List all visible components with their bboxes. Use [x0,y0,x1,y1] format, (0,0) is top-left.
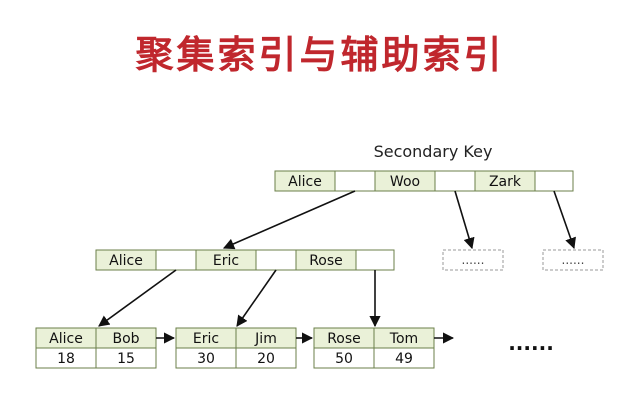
leaf-value: 20 [257,351,275,367]
root-node: Alice Woo Zark [274,170,574,192]
internal-key: Alice [109,253,143,269]
leaf-value-cell [373,347,435,369]
leaf-value: 15 [117,351,135,367]
slide-title: 聚集索引与辅助索引 [135,33,505,77]
placeholder-dots: ...... [562,253,585,267]
placeholder-box [542,249,604,271]
leaf-node: Eric Jim 30 20 [175,327,297,369]
leaf-key: Alice [49,331,83,347]
placeholder-box [442,249,504,271]
pointer-arrow [454,190,475,250]
pointer-arrow [236,269,277,327]
secondary-key-label: Secondary Key [374,142,493,161]
root-pointer-cell [434,170,476,192]
pointer-arrow [98,269,177,327]
leaf-value: 18 [57,351,75,367]
leaf-key: Rose [327,331,361,347]
continuation-dots: ...... [508,331,554,355]
internal-pointer-cell [155,249,197,271]
leaf-value: 49 [395,351,413,367]
root-key: Zark [489,174,522,190]
leaf-value: 50 [335,351,353,367]
leaf-key: Tom [389,331,418,347]
leaf-key: Jim [254,331,277,347]
internal-node: Alice Eric Rose [95,249,395,271]
internal-pointer-cell [355,249,395,271]
leaf-key: Bob [112,331,139,347]
root-pointer-cell [334,170,376,192]
placeholder-node: ...... [542,249,604,271]
placeholder-node: ...... [442,249,504,271]
leaf-node: Alice Bob 18 15 [35,327,157,369]
leaf-node: Rose Tom 50 49 [313,327,435,369]
root-key: Woo [390,174,420,190]
internal-key: Rose [309,253,343,269]
root-pointer-cell [534,170,574,192]
pointer-arrow [222,190,356,250]
leaf-value-cell [95,347,157,369]
internal-key: Eric [213,253,239,269]
root-key: Alice [288,174,322,190]
pointer-arrow [553,190,576,250]
leaf-value-cell [235,347,297,369]
placeholder-dots: ...... [462,253,485,267]
internal-pointer-cell [255,249,297,271]
leaf-value: 30 [197,351,215,367]
leaf-key: Eric [193,331,219,347]
